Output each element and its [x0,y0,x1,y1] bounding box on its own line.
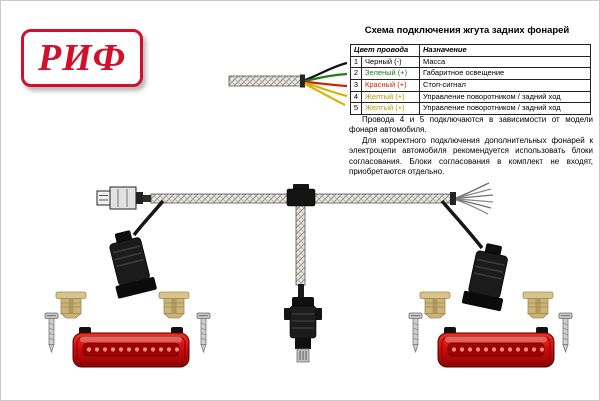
notes: Провода 4 и 5 подключаются в зависимости… [349,115,593,177]
legend-braid [228,75,303,87]
t-junction [286,184,316,207]
col-header-purpose: Назначение [419,44,591,57]
wire-number: 1 [350,55,362,69]
brand-logo-text: РИФ [37,37,127,79]
harness-braid-vertical [295,203,306,286]
brake-lamp-left [72,326,190,368]
wire-color-label: Желтый (+) [361,102,420,115]
table-row: 4 Желтый (+) Управление поворотником / з… [350,90,591,104]
note-paragraph: Для корректного подключения дополнительн… [349,135,593,176]
table-row: 3 Красный (+) Стоп-сигнал [350,78,591,92]
screw [408,312,423,353]
lamp-pigtail-connector-left [109,199,165,299]
wire-color-legend-cable [228,61,348,106]
wire-number: 3 [350,78,362,92]
harness-connector-left [96,186,151,210]
main-harness [96,182,494,363]
expansion-clip [158,291,190,319]
wire-color-label: Желтый (+) [361,90,420,104]
table-row: 5 Желтый (+) Управление поворотником / з… [350,102,591,115]
screw [196,312,211,353]
wire-number: 5 [350,102,362,115]
page-title: Схема подключения жгута задних фонарей [364,25,570,36]
table-header-row: Цвет провода Назначение [350,44,591,57]
wire-color-label: Зеленый (+) [361,67,420,80]
table-row: 2 Зеленый (+) Габаритное освещение [350,67,591,80]
legend-wire-green [304,72,348,83]
wire-purpose: Габаритное освещение [419,67,591,80]
wire-number: 2 [350,67,362,80]
col-header-wire-color: Цвет провода [350,44,420,57]
expansion-clip [522,291,554,319]
lamp-pigtail-connector-right [440,199,508,312]
brake-lamp-right [437,326,555,368]
wire-purpose: Управление поворотником / задний ход [419,90,591,104]
wire-color-label: Черный (-) [361,55,420,69]
wire-purpose: Управление поворотником / задний ход [419,102,591,115]
legend-wire-black [304,61,348,82]
screw [558,312,573,353]
wire-purpose: Стоп-сигнал [419,78,591,92]
note-paragraph: Провода 4 и 5 подключаются в зависимости… [349,115,593,135]
legend-braid-band [300,74,305,88]
wire-purpose: Масса [419,55,591,69]
screw [44,312,59,353]
center-power-connector [284,284,322,363]
table-row: 1 Черный (-) Масса [350,55,591,69]
legend-wire-yellow-1 [304,81,348,98]
legend-wire-yellow-2 [304,83,346,106]
wire-number: 4 [350,90,362,104]
brand-logo: РИФ [21,29,143,87]
wire-ends-right [450,182,494,215]
expansion-clip [55,291,87,319]
legend-wire-red [304,80,348,88]
wire-color-label: Красный (+) [361,78,420,92]
wire-table: Цвет провода Назначение 1 Черный (-) Мас… [350,44,591,115]
expansion-clip [419,291,451,319]
